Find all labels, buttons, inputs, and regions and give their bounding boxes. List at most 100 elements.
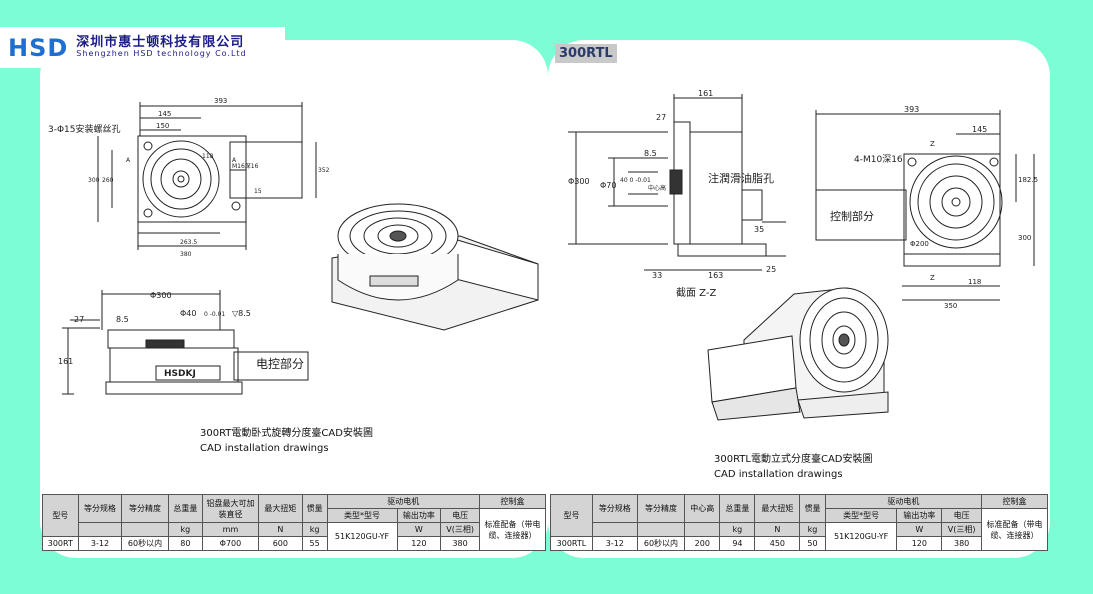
left-spec-table: 型号 等分规格 等分精度 总重量 铝盘最大可加装直径 最大扭矩 惯量 驱动电机 … [42,494,546,551]
right-drawing-card: 161 27 8.5 Φ300 Φ70 40 0 -0.01 中心高 注潤滑油脂… [548,40,1050,558]
th-motor-type: 类型*型号 [326,508,398,523]
td-motor-model: 51K120GU-YF [326,522,398,551]
dim-161: 161 [58,357,73,366]
dim-25: 25 [766,265,776,274]
label-control-part: 电控部分 [256,356,304,371]
dim-163: 163 [708,271,723,280]
th-division-r: 等分规格 [591,494,638,523]
unit-kg2-r: kg [799,522,826,537]
right-spec-table: 型号 等分规格 等分精度 中心高 总重量 最大扭矩 惯量 驱动电机 控制盒 类型… [550,494,1048,551]
dim-393: 393 [904,105,919,114]
dim-overall-width: 393 [214,97,227,105]
dim-phi300: Φ300 [150,291,172,300]
td-division-r: 3-12 [591,536,638,551]
dim-300: 300 [88,177,100,184]
dim-27: 27 [74,315,84,324]
hsd-logo: HSD [8,33,69,62]
th-motor: 驱动电机 [326,494,481,509]
td-voltage-r: 380 [941,536,982,551]
label-control-right: 控制部分 [830,209,874,223]
dim-150: 150 [156,122,169,130]
th-inertia: 惯量 [301,494,328,523]
td-model-r: 300RTL [550,536,593,551]
dim-161-right: 161 [698,89,713,98]
dim-380: 380 [180,251,192,258]
dim-phi70: Φ70 [600,181,616,190]
td-division: 3-12 [77,536,123,551]
td-control: 标准配备（带电缆、连接器） [479,508,546,551]
th-diameter: 铝盘最大可加装直径 [201,494,259,523]
dim-263: 263.5 [180,239,197,246]
unit-kg2: kg [301,522,328,537]
unit-v-r: V(三相) [941,522,982,537]
td-model: 300RT [42,536,79,551]
th-weight-r: 总重量 [719,494,756,523]
unit-n: N [257,522,303,537]
td-inertia: 55 [301,536,328,551]
dim-hole-note: 3-Φ15安装螺丝孔 [48,123,121,135]
dim-300-right: 300 [1018,234,1031,242]
th-torque: 最大扭矩 [257,494,303,523]
brand-plate: HSDKJ [164,369,196,379]
company-logo-bar: HSD 深圳市惠士顿科技有限公司 Shengzhen HSD technolog… [0,27,285,68]
th-motor-voltage-r: 电压 [941,508,982,523]
dim-352: 352 [318,167,330,174]
td-weight-r: 94 [719,536,756,551]
td-diameter: Φ700 [201,536,259,551]
section-z-bottom: Z [930,274,935,282]
label-oil-hole: 注潤滑油脂孔 [708,171,774,185]
front-view-motor [815,189,907,241]
left-caption-cn: 300RT電動卧式旋轉分度臺CAD安裝圖 [200,428,373,439]
dim-phi40: Φ40 [180,309,196,318]
th-center-r: 中心高 [684,494,721,523]
td-motor-model-r: 51K120GU-YF [824,522,898,551]
dim-tolerance: 0 -0.01 [204,311,225,318]
label-center-height: 中心高 [648,184,666,192]
td-torque-r: 450 [754,536,801,551]
th-division: 等分规格 [77,494,123,523]
th-weight: 总重量 [167,494,203,523]
dim-33: 33 [652,271,662,280]
dim-thread: M16深16 [232,162,259,170]
right-caption-cn: 300RTL電動立式分度臺CAD安裝圖 [714,454,873,465]
top-view-base [137,135,247,223]
td-power-r: 120 [896,536,943,551]
unit-kg: kg [167,522,203,537]
dim-35: 35 [754,225,764,234]
left-drawing-card: 393 3-Φ15安装螺丝孔 145 150 118 M16深16 15 352… [40,40,548,558]
dim-182: 182.5 [1018,176,1038,184]
dim-118: 118 [202,153,214,160]
company-name-en: Shengzhen HSD technology Co.Ltd [76,49,247,59]
left-caption-en: CAD installation drawings [200,443,329,454]
right-caption-en: CAD installation drawings [714,469,843,480]
unit-w: W [396,522,442,537]
right-caption: 300RTL電動立式分度臺CAD安裝圖 CAD installation dra… [714,452,873,482]
dim-thread-right: 4-M10深16 [854,154,903,165]
td-accuracy: 60秒以内 [121,536,169,551]
td-control-r: 标准配备（带电缆、连接器） [981,508,1048,551]
section-z-top: Z [930,140,935,148]
dim-8-5: 8.5 [116,315,129,324]
dim-depth: ▽8.5 [232,309,251,318]
dim-118-right: 118 [968,278,981,286]
unit-n-r: N [754,522,801,537]
dim-phi200: Φ200 [910,240,929,248]
th-accuracy: 等分精度 [121,494,169,523]
dim-phi300-right: Φ300 [568,177,590,186]
label-section-zz: 截面 Z-Z [676,286,716,299]
th-torque-r: 最大扭矩 [754,494,801,523]
th-inertia-r: 惯量 [799,494,826,523]
th-motor-power-r: 输出功率 [896,508,943,523]
unit-mm: mm [201,522,259,537]
vertical-table-drawing: 161 27 8.5 Φ300 Φ70 40 0 -0.01 中心高 注潤滑油脂… [568,89,1038,421]
left-caption: 300RT電動卧式旋轉分度臺CAD安裝圖 CAD installation dr… [200,426,373,456]
horizontal-table-drawing: 393 3-Φ15安装螺丝孔 145 150 118 M16深16 15 352… [48,97,539,395]
th-motor-voltage: 电压 [440,508,480,523]
th-motor-power: 输出功率 [396,508,442,523]
section-a-left: A [126,157,131,164]
td-weight: 80 [167,536,203,551]
th-accuracy-r: 等分精度 [636,494,686,523]
th-motor-r: 驱动电机 [824,494,983,509]
td-power: 120 [396,536,442,551]
dim-350-right: 350 [944,302,957,310]
